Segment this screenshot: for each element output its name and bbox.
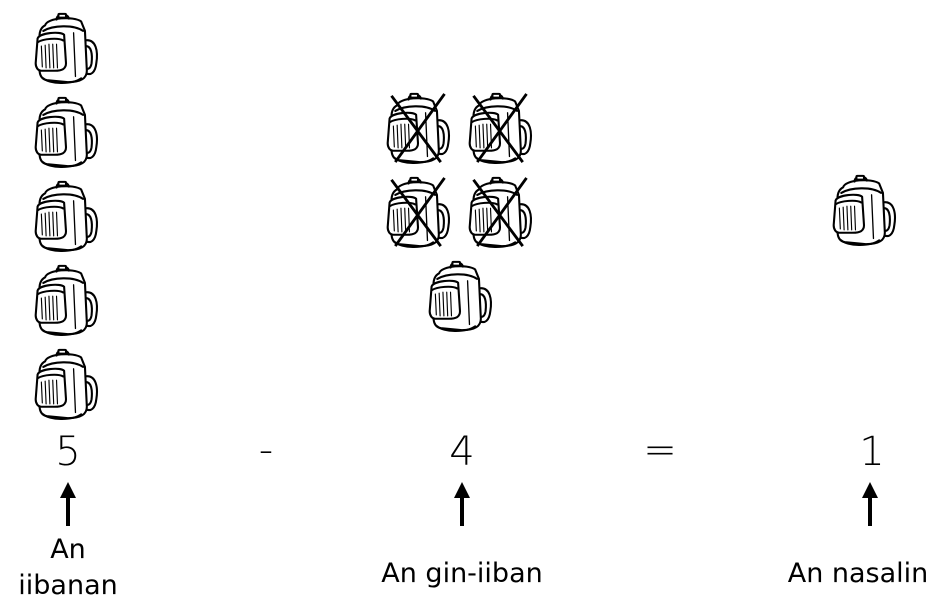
result-label: An nasalin xyxy=(787,558,929,589)
backpack-icon xyxy=(30,92,102,172)
crossed-backpack-icon xyxy=(464,88,536,168)
minus-sign: - xyxy=(258,427,274,473)
minuend-number: 5 xyxy=(55,429,81,475)
crossed-backpack-icon xyxy=(382,172,454,252)
minuend-label-line2: iibanan xyxy=(18,570,118,601)
backpack-icon xyxy=(30,260,102,340)
arrow-up-icon xyxy=(860,480,880,528)
arrow-up-icon xyxy=(58,480,78,528)
backpack-icon xyxy=(828,170,900,250)
backpack-icon xyxy=(30,344,102,424)
subtrahend-label: An gin-iiban xyxy=(381,558,543,589)
arrow-up-icon xyxy=(452,480,472,528)
minuend-label-line1: An xyxy=(50,534,86,565)
equals-sign: = xyxy=(643,427,677,473)
result-number: 1 xyxy=(859,429,885,475)
crossed-backpack-icon xyxy=(464,172,536,252)
backpack-icon xyxy=(30,8,102,88)
backpack-icon xyxy=(30,176,102,256)
minuend-label: An iibanan xyxy=(0,532,136,604)
crossed-backpack-icon xyxy=(382,88,454,168)
subtrahend-number: 4 xyxy=(449,429,475,475)
backpack-icon xyxy=(424,256,496,336)
